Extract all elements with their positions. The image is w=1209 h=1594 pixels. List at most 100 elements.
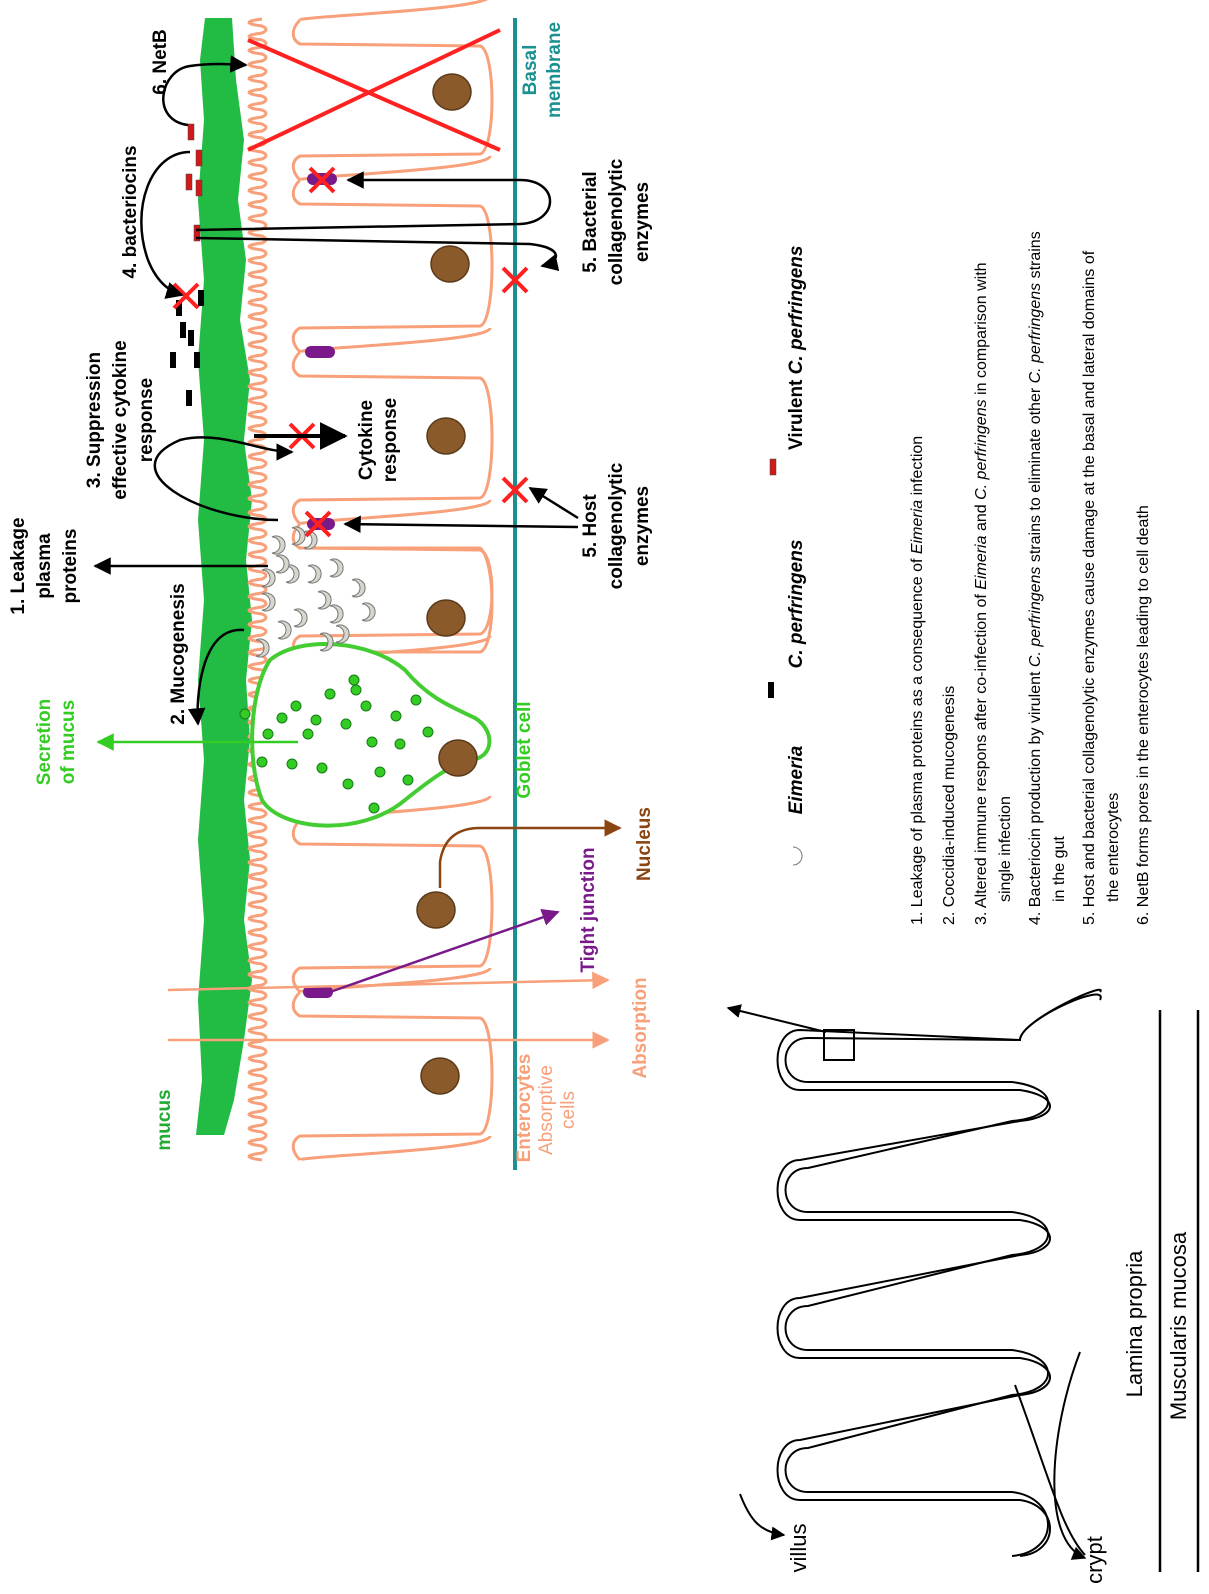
- crypt-pointer: [1054, 1352, 1085, 1558]
- cells-label: cells: [558, 1091, 579, 1129]
- goblet-cell: [252, 644, 489, 826]
- response-label: response: [380, 398, 401, 482]
- step5-bacterial-label: 5. Bacterial: [580, 171, 601, 272]
- virulent-cperfringens-rod: [196, 150, 202, 166]
- mucus-granule: [257, 757, 267, 767]
- zoom-arrow: [728, 1008, 826, 1032]
- mucus-granule: [351, 685, 361, 695]
- mucus-label: mucus: [154, 1089, 175, 1150]
- tight-junction-2: [305, 346, 335, 358]
- mucus-granule: [411, 695, 421, 705]
- eimeria: [318, 591, 331, 609]
- crypt-label: crypt: [1082, 1536, 1107, 1584]
- eimeria: [308, 565, 321, 583]
- cell-lateral-border: [300, 1136, 490, 1160]
- cell-lateral-border: [300, 0, 490, 20]
- legend-virulent-label: Virulent C. perfringens: [786, 246, 807, 450]
- step5-bacterial-label-2: collagenolytic: [606, 158, 627, 285]
- step3-label: 3. Suppression: [84, 352, 105, 488]
- secretion-label-2: of mucus: [58, 700, 79, 784]
- mucus-granule: [277, 713, 287, 723]
- step6-label: 6. NetB: [150, 29, 171, 94]
- eimeria: [294, 609, 307, 627]
- cperfringens-rod: [170, 352, 176, 368]
- secretion-label: Secretion: [34, 699, 55, 786]
- legend-cperf-symbol: [768, 682, 774, 698]
- mucus-granule: [263, 729, 273, 739]
- mucus-granule: [291, 701, 301, 711]
- eimeria: [330, 559, 343, 577]
- mucus-granule: [361, 701, 371, 711]
- mucus-granule: [395, 739, 405, 749]
- mucus-granule: [341, 719, 351, 729]
- step1-label: 1. Leakage: [8, 517, 29, 614]
- note-item: 3. Altered immune respons after co-infec…: [973, 262, 990, 925]
- legend-eimeria-label: Eimeria: [786, 745, 807, 814]
- eimeria: [278, 621, 291, 639]
- cytokine-label: Cytokine: [356, 400, 377, 480]
- cperfringens-rod: [180, 322, 186, 338]
- note-item: 6. NetB forms pores in the enterocytes l…: [1135, 505, 1152, 925]
- mucus-granule: [325, 689, 335, 699]
- note-item: 1. Leakage of plasma proteins as a conse…: [909, 436, 926, 925]
- mucus-granule: [375, 767, 385, 777]
- eimeria: [336, 625, 349, 643]
- virulent-cperfringens-rod: [188, 124, 194, 140]
- eimeria: [362, 603, 375, 621]
- mucus-granule: [403, 775, 413, 785]
- enterocytes-label: Enterocytes: [514, 1054, 535, 1163]
- step5-host-label-2: collagenolytic: [606, 462, 627, 589]
- villus-pointer: [740, 1494, 784, 1535]
- legend-virulent-symbol: [770, 459, 776, 475]
- eimeria: [352, 579, 365, 597]
- step5-host-label: 5. Host: [580, 494, 601, 558]
- nucleus: [427, 418, 465, 454]
- enterocyte: [293, 992, 492, 1160]
- nucleus: [421, 1058, 459, 1094]
- mucus-granule: [423, 727, 433, 737]
- enterocyte: [293, 820, 492, 992]
- step1-label-3: proteins: [60, 529, 81, 604]
- legend-eimeria-symbol: [793, 847, 802, 865]
- basal-label: Basal: [520, 45, 541, 96]
- note-item-continued: in the gut: [1051, 836, 1068, 902]
- step3-label-2: effective cytokine: [110, 340, 131, 499]
- villus-outline-inner: [786, 990, 1101, 1556]
- membrane-label: membrane: [544, 22, 565, 118]
- cperfringens-rod: [186, 390, 192, 406]
- zoom-box: [824, 1030, 854, 1060]
- step4-label: 4. bacteriocins: [120, 145, 141, 278]
- mucus-granule: [317, 763, 327, 773]
- nucleus: [431, 246, 469, 282]
- damage-cross: [174, 284, 198, 308]
- virulent-cperfringens-rod: [186, 174, 192, 190]
- nuclei: [417, 74, 477, 1094]
- nucleus: [417, 892, 455, 928]
- eimeria: [330, 605, 343, 623]
- host-enzyme-arrow-2: [530, 488, 578, 518]
- notes-list: 1. Leakage of plasma proteins as a conse…: [909, 231, 1152, 925]
- nucleus: [433, 74, 471, 110]
- note-item: 4. Bacteriocin production by virulent C.…: [1027, 231, 1044, 925]
- step5-bacterial-label-3: enzymes: [632, 182, 653, 262]
- cperfringens-rod: [188, 330, 194, 346]
- eimeria: [272, 536, 285, 554]
- goblet-cell-label: Goblet cell: [514, 701, 535, 798]
- absorptive-label: Absorptive: [536, 1065, 557, 1155]
- nucleus-label: Nucleus: [634, 807, 655, 881]
- lamina-propria-label: Lamina propria: [1122, 1250, 1147, 1398]
- mucus-granule: [367, 737, 377, 747]
- note-item: 5. Host and bacterial collagenolytic enz…: [1081, 250, 1098, 925]
- step5-host-label-3: enzymes: [632, 486, 653, 566]
- note-item-continued: the enterocytes: [1105, 793, 1122, 902]
- mucus-granule: [391, 711, 401, 721]
- mucus-granule: [311, 715, 321, 725]
- step2-label: 2. Mucogenesis: [168, 583, 189, 725]
- mucus-layer: [196, 18, 252, 1135]
- mucus-granule: [369, 803, 379, 813]
- mucus-granule: [349, 675, 359, 685]
- host-enzyme-arrow-1: [345, 524, 578, 527]
- absorption-label: Absorption: [630, 977, 651, 1078]
- mucus-granule: [343, 779, 353, 789]
